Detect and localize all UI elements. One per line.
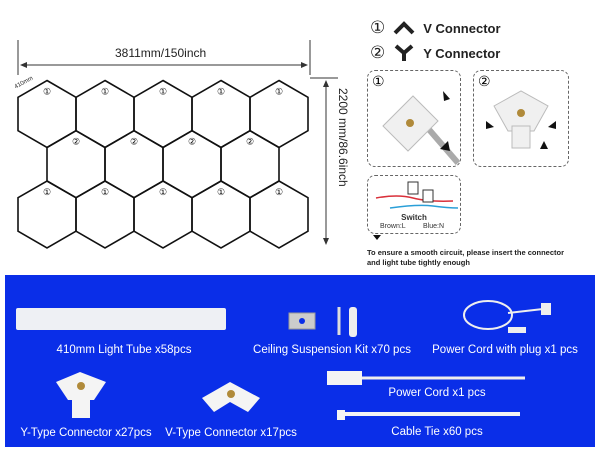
v-connector-icon <box>393 21 415 35</box>
connector-marker: ① <box>101 87 109 97</box>
connector-marker: ① <box>43 187 51 197</box>
installation-caption: To ensure a smooth circuit, please inser… <box>367 248 564 267</box>
legend-label: Y Connector <box>423 45 501 61</box>
brown-wire-label: Brown:L <box>380 223 406 230</box>
connector-marker: ① <box>159 87 167 97</box>
legend-symbol: ② <box>370 43 386 62</box>
y-connector-photo <box>486 90 556 149</box>
width-label: 3811mm/150inch <box>115 46 207 60</box>
detail-symbol: ② <box>478 73 491 89</box>
connector-marker: ② <box>130 137 138 147</box>
part-label: Y-Type Connector x27pcs <box>20 427 152 439</box>
legend-symbol: ① <box>370 18 386 37</box>
connector-marker: ② <box>72 137 80 147</box>
hexagon-light-panel <box>249 180 309 249</box>
cable-tie-image <box>337 410 520 420</box>
connector-marker: ① <box>217 187 225 197</box>
height-label: 2200 mm/86.6inch <box>336 88 350 187</box>
part-label: Power Cord with plug x1 pcs <box>432 344 578 356</box>
legend-label: V Connector <box>423 20 501 36</box>
detail-symbol: ① <box>372 73 385 89</box>
connector-marker: ① <box>159 187 167 197</box>
connector-marker: ② <box>188 137 196 147</box>
v-connector-detail-box: ① <box>367 70 461 167</box>
connector-marker: ① <box>217 87 225 97</box>
blue-wire-label: Blue:N <box>423 223 445 230</box>
y-connector-icon <box>394 44 414 61</box>
arrowhead <box>20 62 27 68</box>
part-label: 410mm Light Tube x58pcs <box>56 344 192 356</box>
connector-marker: ① <box>275 87 283 97</box>
arrowhead <box>323 238 329 245</box>
part-label: Power Cord x1 pcs <box>388 387 486 399</box>
y-connector-image <box>56 372 106 418</box>
wire-connector-diagram <box>375 181 459 209</box>
part-label: V-Type Connector x17pcs <box>165 427 297 439</box>
arrowhead <box>301 62 308 68</box>
part-label: Cable Tie x60 pcs <box>391 426 483 438</box>
suspension-kit-image <box>288 307 357 337</box>
v-connector-photo <box>382 91 461 165</box>
light-tube-image <box>16 308 226 330</box>
legend-v-connector: ① V Connector <box>370 18 501 38</box>
v-connector-image <box>202 382 260 412</box>
switch-title: Switch <box>401 213 427 222</box>
part-label: Ceiling Suspension Kit x70 pcs <box>253 344 411 356</box>
y-connector-detail-box: ② <box>473 70 569 167</box>
power-cord-plug-image <box>463 300 551 333</box>
legend-y-connector: ② Y Connector <box>370 43 500 63</box>
connector-marker: ① <box>101 187 109 197</box>
connector-marker: ① <box>275 187 283 197</box>
connector-marker: ② <box>246 137 254 147</box>
arrowhead <box>323 80 329 87</box>
package-contents-panel <box>5 275 595 447</box>
connector-marker: ① <box>43 87 51 97</box>
power-cord-image <box>327 371 525 385</box>
switch-wiring-box: Switch Brown:L Blue:N <box>367 175 461 234</box>
hexagon-layout-diagram: ① ① ① ① ① ② ② ② ② ① ① ① ① ① <box>17 40 338 249</box>
pointer-arrow-icon <box>373 235 381 240</box>
